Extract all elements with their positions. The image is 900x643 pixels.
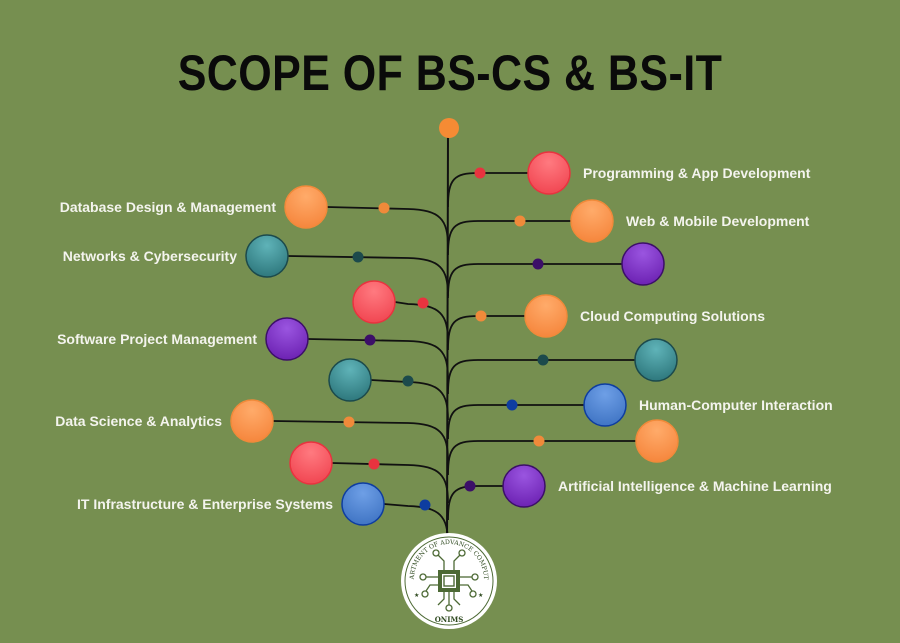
branch-line — [447, 315, 525, 351]
branch-label: Data Science & Analytics — [55, 413, 222, 429]
branch-line — [272, 420, 449, 462]
svg-text:★: ★ — [478, 592, 483, 599]
branch-line — [447, 263, 622, 299]
branch-dot — [514, 215, 526, 227]
branch-dot — [364, 334, 376, 346]
branch-dot — [537, 354, 549, 366]
branch-node — [621, 242, 665, 286]
branch-label: Software Project Management — [57, 331, 257, 347]
branch-node — [289, 441, 333, 485]
branch-dot — [417, 297, 429, 309]
branch-dot — [464, 480, 476, 492]
branch-dot — [506, 399, 518, 411]
branch-node — [527, 151, 571, 195]
branch-dot — [368, 458, 380, 470]
branch-node — [341, 482, 385, 526]
branch-line — [447, 440, 636, 476]
branch-line — [326, 206, 449, 248]
branch-label: Networks & Cybersecurity — [62, 248, 237, 264]
branch-dot — [532, 258, 544, 270]
branch-line — [394, 301, 449, 343]
branch-line — [331, 462, 449, 504]
branch-dot — [343, 416, 355, 428]
branch-node — [265, 317, 309, 361]
branch-line — [447, 172, 528, 208]
branch-label: Artificial Intelligence & Machine Learni… — [558, 478, 832, 494]
branch-dot — [533, 435, 545, 447]
branch-dot — [419, 499, 431, 511]
branch-label: Programming & App Development — [583, 165, 811, 181]
branch-node — [583, 383, 627, 427]
branch-line — [447, 220, 571, 256]
branch-dot — [402, 375, 414, 387]
page-title: SCOPE OF BS-CS & BS-IT — [177, 45, 723, 101]
svg-text:ONIMS: ONIMS — [435, 615, 464, 624]
branch-dot — [475, 310, 487, 322]
branch-node — [328, 358, 372, 402]
branch-line — [447, 359, 635, 395]
branch-dot — [352, 251, 364, 263]
svg-text:★: ★ — [414, 592, 419, 599]
branch-label: Human-Computer Interaction — [639, 397, 833, 413]
branch-node — [352, 280, 396, 324]
branch-node — [230, 399, 274, 443]
branch-dot — [474, 167, 486, 179]
branch-line — [447, 485, 503, 521]
branch-node — [245, 234, 289, 278]
branch-node — [502, 464, 546, 508]
top-node — [439, 118, 459, 138]
branch-node — [634, 338, 678, 382]
department-logo: DEPARTMENT OF ADVANCE COMPUTING ONIMS ★ … — [400, 527, 497, 629]
branch-line — [447, 404, 584, 440]
branch-node — [284, 185, 328, 229]
branch-node — [635, 419, 679, 463]
branch-label: IT Infrastructure & Enterprise Systems — [77, 496, 333, 512]
branch-node — [524, 294, 568, 338]
branch-dot — [378, 202, 390, 214]
branch-line — [287, 255, 449, 297]
branch-label: Web & Mobile Development — [626, 213, 810, 229]
branch-label: Cloud Computing Solutions — [580, 308, 766, 324]
branch-line — [307, 338, 449, 380]
branch-node — [570, 199, 614, 243]
branch-label: Database Design & Management — [59, 199, 276, 215]
